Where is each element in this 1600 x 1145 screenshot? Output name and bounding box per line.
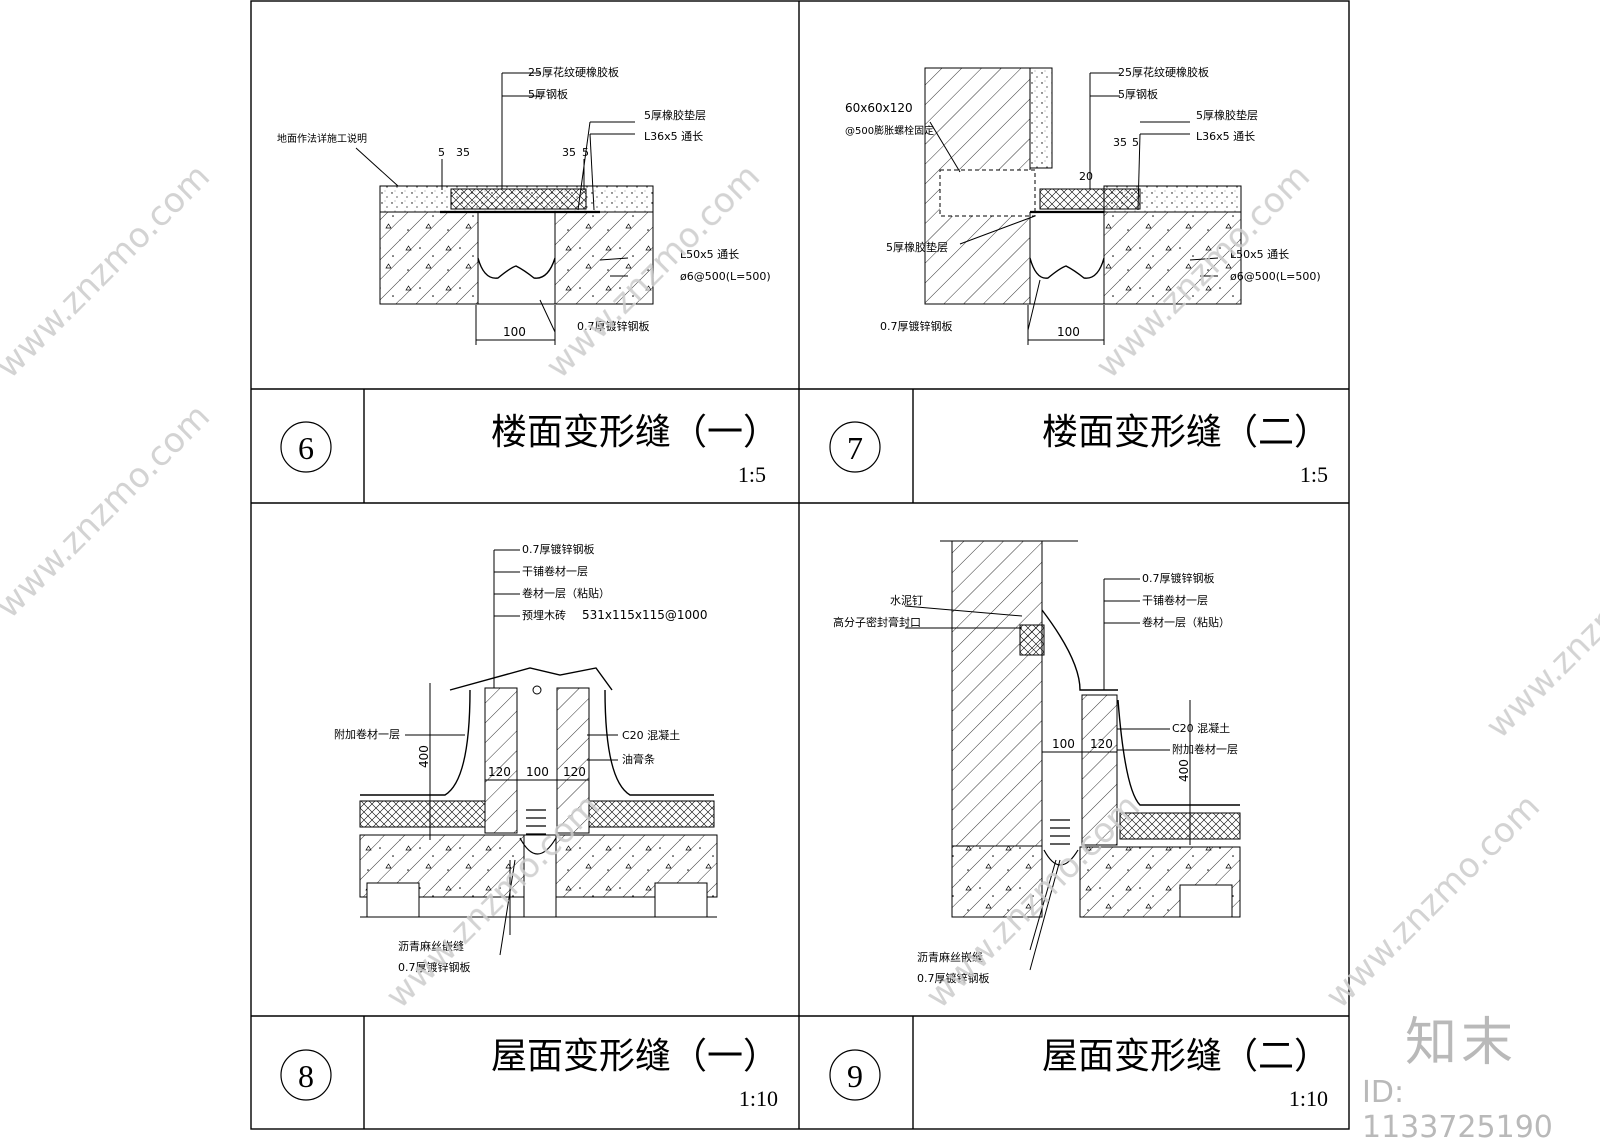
image-id-label: ID: 1133725190 <box>1362 1075 1553 1145</box>
label: 0.7厚镀锌钢板 <box>577 319 650 333</box>
label: 附加卷材一层 <box>334 727 400 741</box>
label: L50x5 通长 <box>1230 248 1289 261</box>
label: L36x5 通长 <box>1196 130 1255 143</box>
dimension: 100 <box>1052 737 1075 751</box>
label: 预埋木砖 <box>522 608 566 622</box>
label: 沥青麻丝嵌缝 <box>398 939 464 953</box>
dimension: 120 <box>563 765 586 779</box>
label: ø6@500(L=500) <box>1230 270 1321 283</box>
label: 附加卷材一层 <box>1172 742 1238 756</box>
detail-title: 屋面变形缝（一） <box>491 1036 779 1077</box>
detail-number-circle <box>829 1049 881 1101</box>
title-block-8: 8 屋面变形缝（一） 1:10 <box>280 1036 779 1111</box>
label: 沥青麻丝嵌缝 <box>917 950 983 964</box>
dimension: 100 <box>503 325 526 339</box>
label: 油膏条 <box>622 752 655 766</box>
label: 卷材一层（粘贴） <box>1142 615 1230 629</box>
detail-8-labels: 0.7厚镀锌钢板 干铺卷材一层 卷材一层（粘贴） 预埋木砖 531x115x11… <box>334 542 707 974</box>
title-block-9: 9 屋面变形缝（二） 1:10 <box>829 1036 1330 1111</box>
label: 5厚橡胶垫层 <box>1196 108 1258 122</box>
label: 5厚钢板 <box>528 87 568 101</box>
brand-logo: 知末 <box>1405 1013 1518 1073</box>
detail-9-labels: 水泥钉 高分子密封膏封口 0.7厚镀锌钢板 干铺卷材一层 卷材一层（粘贴） C2… <box>833 571 1238 985</box>
detail-9-drawing <box>904 540 1241 971</box>
detail-title: 楼面变形缝（一） <box>491 412 779 453</box>
detail-scale: 1:10 <box>1289 1086 1328 1111</box>
label: 水泥钉 <box>890 594 923 607</box>
label: 5厚橡胶垫层 <box>886 240 948 254</box>
dimension: 5 <box>438 146 445 159</box>
dimension: 20 <box>1079 170 1093 183</box>
dimension: 120 <box>488 765 511 779</box>
label: C20 混凝土 <box>622 728 680 742</box>
label: 0.7厚镀锌钢板 <box>917 971 990 985</box>
dimension: 5 <box>1132 136 1139 149</box>
label: 5厚钢板 <box>1118 87 1158 101</box>
dimension: 5 <box>582 146 589 159</box>
watermark-text: www.znzmo.com <box>0 396 218 626</box>
detail-number: 6 <box>298 430 314 466</box>
detail-number-circle <box>829 421 881 473</box>
label: C20 混凝土 <box>1172 721 1230 735</box>
title-block-7: 7 楼面变形缝（二） 1:5 <box>829 412 1330 487</box>
dimension: 35 <box>456 146 470 159</box>
watermark-layer: www.znzmo.com www.znzmo.com www.znzmo.co… <box>0 156 1600 1016</box>
detail-scale: 1:5 <box>1300 462 1328 487</box>
label: 干铺卷材一层 <box>1142 593 1208 607</box>
detail-number-circle <box>280 1049 332 1101</box>
detail-8-drawing <box>359 549 718 956</box>
label: 高分子密封膏封口 <box>833 615 921 629</box>
detail-6-drawing <box>355 72 654 345</box>
detail-number: 8 <box>298 1058 314 1094</box>
label: L36x5 通长 <box>644 130 703 143</box>
label: 0.7厚镀锌钢板 <box>1142 571 1215 585</box>
label: 5厚橡胶垫层 <box>644 108 706 122</box>
label: 0.7厚镀锌钢板 <box>398 960 471 974</box>
label: L50x5 通长 <box>680 248 739 261</box>
label: 干铺卷材一层 <box>522 564 588 578</box>
dimension: 35 <box>1113 136 1127 149</box>
label: ø6@500(L=500) <box>680 270 771 283</box>
detail-number: 9 <box>847 1058 863 1094</box>
detail-7-labels: 25厚花纹硬橡胶板 5厚钢板 5厚橡胶垫层 L36x5 通长 60x60x120… <box>845 65 1321 339</box>
detail-number-circle <box>280 421 332 473</box>
label: 卷材一层（粘贴） <box>522 586 610 600</box>
dimension: 400 <box>1177 759 1191 782</box>
label: 0.7厚镀锌钢板 <box>522 542 595 556</box>
label: @500膨胀螺栓固定 <box>845 124 934 137</box>
label: 0.7厚镀锌钢板 <box>880 319 953 333</box>
watermark-text: www.znzmo.com <box>1478 516 1600 746</box>
detail-6-labels: 25厚花纹硬橡胶板 5厚钢板 5厚橡胶垫层 L36x5 通长 地面作法详施工说明… <box>277 65 771 339</box>
detail-title: 楼面变形缝（二） <box>1042 412 1330 453</box>
title-block-6: 6 楼面变形缝（一） 1:5 <box>280 412 779 487</box>
label: 531x115x115@1000 <box>582 608 707 622</box>
detail-scale: 1:10 <box>739 1086 778 1111</box>
dimension: 100 <box>1057 325 1080 339</box>
label: 60x60x120 <box>845 101 913 115</box>
label: 25厚花纹硬橡胶板 <box>1118 65 1209 79</box>
dimension: 400 <box>417 745 431 768</box>
watermark-text: www.znzmo.com <box>1318 786 1548 1016</box>
dimension: 35 <box>562 146 576 159</box>
detail-7-drawing <box>924 67 1242 345</box>
label: 地面作法详施工说明 <box>277 132 367 145</box>
detail-title: 屋面变形缝（二） <box>1042 1036 1330 1077</box>
label: 25厚花纹硬橡胶板 <box>528 65 619 79</box>
watermark-text: www.znzmo.com <box>0 156 218 386</box>
dimension: 100 <box>526 765 549 779</box>
frame <box>250 0 1350 1130</box>
detail-scale: 1:5 <box>738 462 766 487</box>
dimension: 120 <box>1090 737 1113 751</box>
detail-number: 7 <box>847 430 863 466</box>
